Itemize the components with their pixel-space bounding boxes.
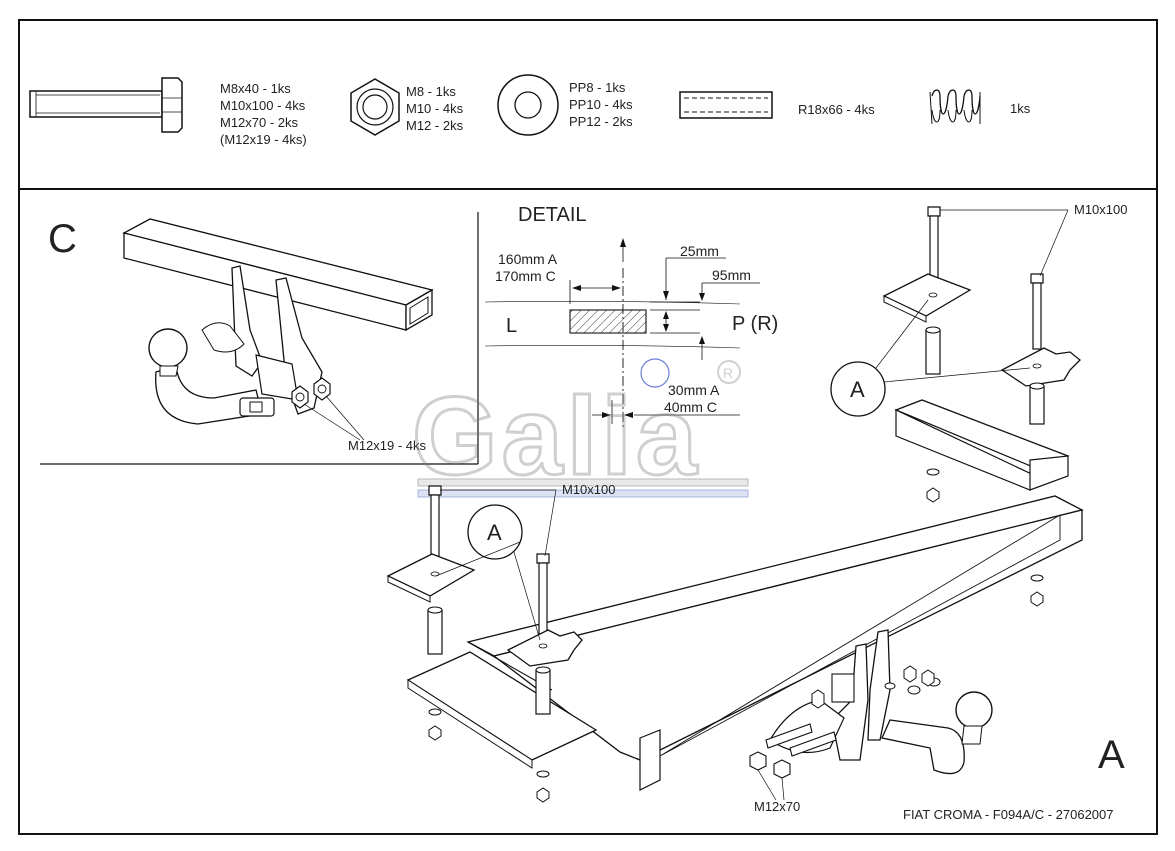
arrowhead-25-icon	[663, 291, 669, 300]
washer-icon	[497, 74, 559, 136]
left-mounting-plate	[406, 641, 598, 769]
m12x70-label: M12x70	[754, 799, 800, 814]
nuts-washers-main	[884, 665, 941, 695]
callout-a-right	[830, 361, 886, 417]
nut-spec-3: M12 - 2ks	[406, 118, 464, 133]
crossbar-section	[569, 309, 647, 334]
leader-a-left-1	[513, 551, 541, 641]
callout-a-right-text: A	[850, 377, 865, 402]
galia-watermark-logo: Galia R	[411, 360, 741, 500]
m12x70-bolts-main	[749, 723, 837, 779]
watermark-text: Galia	[412, 375, 701, 498]
bolt-spec-4: (M12x19 - 4ks)	[220, 132, 307, 147]
towball-main	[881, 691, 993, 775]
leader-m12x70-a	[757, 769, 777, 801]
crossbar-tube-c	[122, 218, 434, 332]
dim-170mm-c: 170mm C	[495, 268, 556, 284]
m12-bolts-c	[291, 377, 331, 409]
bolt-spec-2: M10x100 - 4ks	[220, 98, 306, 113]
watermark-blue-circle	[640, 358, 670, 388]
left-bolt-stack-2	[506, 553, 583, 803]
leader-m12x70-b	[781, 777, 785, 801]
arrowhead-up-icon	[663, 311, 669, 319]
leader-m10-left-b	[544, 489, 557, 557]
towball-c	[148, 328, 263, 425]
nut-icon	[350, 78, 400, 136]
dim-160mm-a: 160mm A	[498, 251, 558, 267]
bolt-spec-1: M8x40 - 1ks	[220, 81, 291, 96]
leader-m12x19-a	[303, 403, 361, 441]
right-bolt-stack-1	[882, 206, 972, 503]
arrowhead-95-top-icon	[699, 293, 705, 301]
washer-spec-1: PP8 - 1ks	[569, 80, 626, 95]
dim-40mm-c: 40mm C	[664, 399, 717, 415]
left-bolt-stack-1	[386, 485, 476, 741]
watermark-bar-upper	[417, 478, 749, 487]
callout-a-left	[467, 504, 523, 560]
right-side-bracket	[894, 399, 1070, 491]
registered-mark: R	[723, 365, 733, 381]
spring-spec: 1ks	[1010, 101, 1031, 116]
m10x100-right-label: M10x100	[1074, 202, 1127, 217]
leader-a-right-1	[875, 299, 929, 369]
nut-spec-2: M10 - 4ks	[406, 101, 464, 116]
arrowhead-40-right-icon	[624, 412, 633, 418]
m12x19-label: M12x19 - 4ks	[348, 438, 427, 453]
label-right-side: P (R)	[732, 313, 778, 335]
leader-a-right-2	[883, 367, 1031, 383]
dim-30mm-a: 30mm A	[668, 382, 720, 398]
callout-a-left-text: A	[487, 520, 502, 545]
arrowhead-down-icon	[663, 324, 669, 332]
detail-title: DETAIL	[518, 204, 587, 226]
detail-c-letter: C	[48, 217, 77, 261]
spring-icon	[929, 89, 981, 125]
arrow-up-icon	[620, 238, 626, 262]
label-left-side: L	[506, 315, 517, 337]
drawing-frame	[18, 19, 1158, 835]
bracket-plates-c	[201, 265, 323, 415]
arrowhead-40-left-icon	[602, 412, 611, 418]
break-line-top	[484, 301, 741, 305]
arrowhead-right-icon	[612, 285, 621, 291]
dim-25mm: 25mm	[680, 243, 719, 259]
m10x100-left-label: M10x100	[562, 482, 615, 497]
bolt-spec-3: M12x70 - 2ks	[220, 115, 299, 130]
washer-spec-2: PP10 - 4ks	[569, 97, 633, 112]
arrowhead-95-bottom-icon	[699, 336, 705, 344]
leader-m12x19-b	[325, 395, 365, 441]
lock-mechanism-c	[239, 397, 275, 417]
view-a-letter: A	[1098, 733, 1125, 777]
break-line-bottom	[484, 345, 741, 349]
dim-95mm: 95mm	[712, 267, 751, 283]
watermark-bar-lower	[417, 489, 749, 498]
arrowhead-left-icon	[572, 285, 581, 291]
drawing-footer-title: FIAT CROMA - F094A/C - 27062007	[903, 807, 1114, 822]
leader-a-left-2	[435, 541, 521, 577]
leader-m10-right-b	[1039, 209, 1069, 277]
spacer-spec: R18x66 - 4ks	[798, 102, 875, 117]
washer-spec-3: PP12 - 2ks	[569, 114, 633, 129]
nut-spec-1: M8 - 1ks	[406, 84, 456, 99]
spacer-icon	[679, 91, 773, 119]
registered-icon	[717, 360, 741, 384]
bolt-icon	[29, 77, 183, 133]
right-bolt-stack-2	[1000, 273, 1081, 607]
